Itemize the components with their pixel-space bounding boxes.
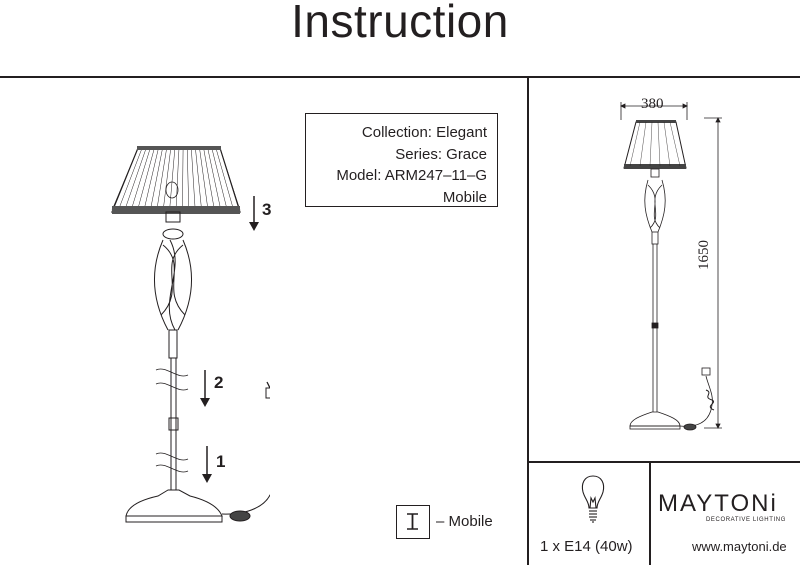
shade-pleat-line: [175, 147, 180, 211]
type-text: Mobile: [442, 188, 487, 206]
shade-pleat-line: [124, 147, 147, 211]
shade-pleat-line: [215, 147, 234, 211]
shade-pleat-line: [207, 147, 222, 211]
step-arrow-2: [200, 370, 210, 407]
shade-pleat-line: [186, 147, 190, 211]
shade-pleat-line: [195, 147, 202, 211]
website-link[interactable]: www.maytoni.de: [692, 539, 787, 554]
mobile-legend-box: [396, 505, 430, 539]
dimension-drawing: [620, 102, 722, 431]
power-cord-drawing: [221, 381, 270, 522]
height-label: 1650: [696, 240, 712, 270]
shade-pleat-line: [130, 147, 151, 211]
shade-pleat-line: [199, 147, 209, 211]
shade-pleat-line: [191, 147, 196, 211]
brand-tagline: DECORATIVE LIGHTING: [706, 517, 786, 523]
shade-width-label: 380: [641, 96, 664, 112]
shade-pleat-line: [169, 147, 176, 211]
page-title: Instruction: [291, 0, 509, 47]
mobile-icon: [407, 513, 418, 530]
step-arrow-3: [249, 196, 259, 231]
shade-pleat-line: [211, 147, 228, 211]
shade-pleat-line: [111, 147, 139, 211]
product-info-box: Collection: Elegant Series: Grace Model:…: [305, 113, 498, 207]
frame-top-border: [0, 76, 800, 78]
step-arrow-1: [202, 446, 212, 483]
shade-pleat-line: [137, 147, 155, 211]
step-label-1: 1: [216, 452, 226, 471]
shade-pleat-line: [150, 147, 163, 211]
model-text: Model: ARM247–11–G: [336, 167, 487, 184]
bulb-icon: [581, 475, 605, 523]
step-label-2: 2: [214, 373, 224, 392]
frame-bottom-cell-divider: [649, 461, 651, 565]
shade-pleat-line: [203, 147, 215, 211]
collection-text: Collection: Elegant: [361, 124, 487, 141]
frame-right-horizontal-divider: [527, 461, 800, 463]
lamp-shade-drawing: [111, 146, 241, 214]
legend-label: – Mobile: [436, 513, 493, 530]
series-text: Series: Grace: [395, 145, 487, 163]
brand-logo: MAYTONi: [658, 490, 778, 517]
step-label-3: 3: [262, 200, 272, 219]
shade-pleat-line: [118, 147, 143, 211]
frame-vertical-divider: [527, 76, 529, 565]
lamp-assembly-illustration: [111, 146, 270, 523]
bulb-spec: 1 x E14 (40w): [540, 538, 633, 555]
shade-pleat-line: [143, 147, 159, 211]
shade-pleat-line: [219, 147, 241, 211]
lamp-body-drawing: [125, 211, 223, 523]
shade-pleat-line: [156, 147, 167, 211]
shade-pleat-line: [162, 147, 172, 211]
shade-pleat-line: [182, 147, 184, 211]
